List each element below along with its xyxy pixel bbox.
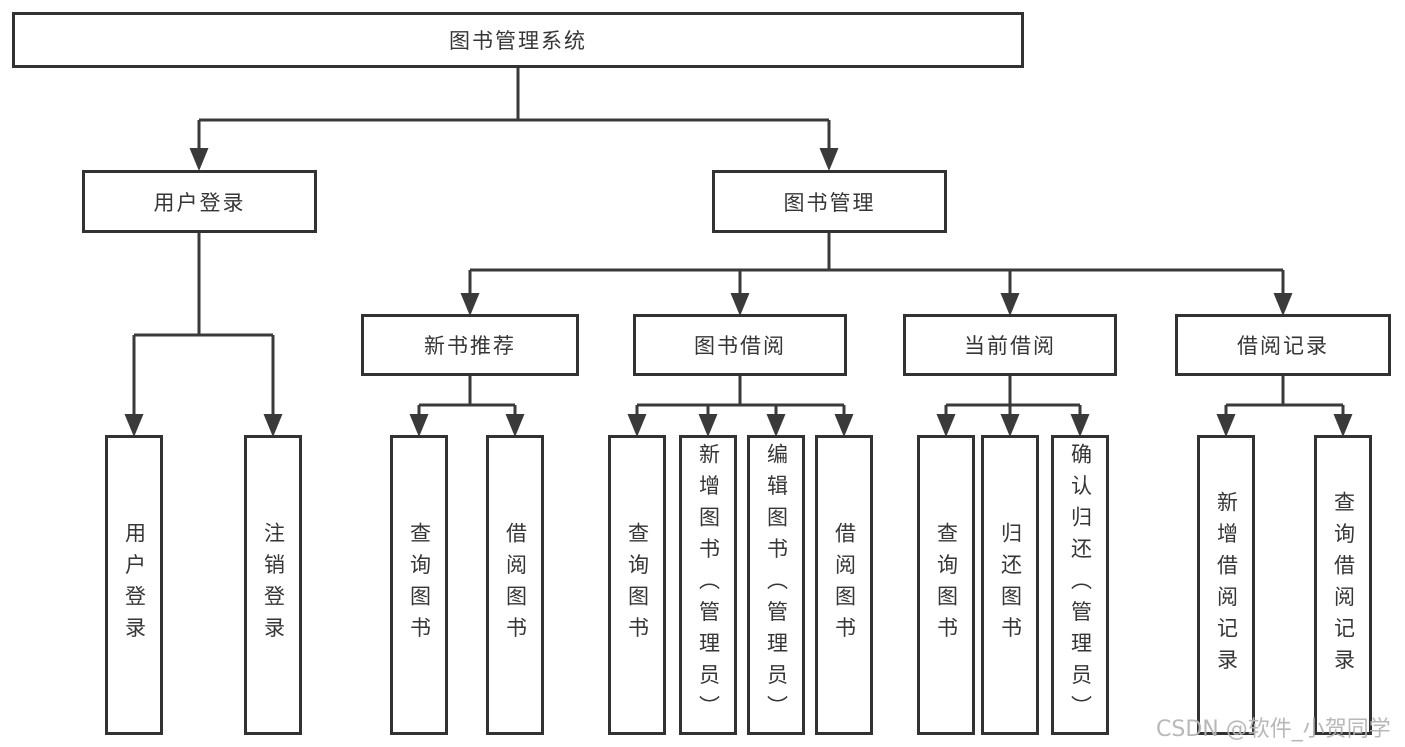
node-leaf-logout: 注销登录: [244, 435, 302, 735]
node-leaf-current-return: 归还图书: [981, 435, 1039, 735]
node-leaf-records-query-label: 查询借阅记录: [1331, 490, 1356, 680]
watermark: CSDN @软件_小贺同学: [1156, 717, 1391, 742]
node-leaf-borrow-query: 查询图书: [608, 435, 666, 735]
node-leaf-borrow-borrow: 借阅图书: [815, 435, 873, 735]
node-leaf-borrow-edit: 编辑图书（管理员）: [747, 435, 805, 735]
node-leaf-current-query: 查询图书: [917, 435, 975, 735]
node-leaf-current-confirm-label: 确认归还（管理员）: [1068, 443, 1093, 727]
node-current-borrow: 当前借阅: [903, 314, 1117, 376]
node-leaf-borrow-borrow-label: 借阅图书: [832, 522, 857, 648]
node-new-books-label: 新书推荐: [424, 334, 516, 358]
node-leaf-current-query-label: 查询图书: [934, 522, 959, 648]
node-leaf-newbooks-borrow: 借阅图书: [486, 435, 544, 735]
node-user-login: 用户登录: [82, 170, 317, 233]
node-borrow-records-label: 借阅记录: [1237, 334, 1329, 358]
node-leaf-newbooks-borrow-label: 借阅图书: [503, 522, 528, 648]
node-leaf-newbooks-query: 查询图书: [390, 435, 448, 735]
node-leaf-user-login-label: 用户登录: [122, 522, 147, 648]
node-leaf-records-add: 新增借阅记录: [1197, 435, 1255, 735]
node-current-borrow-label: 当前借阅: [964, 334, 1056, 358]
node-book-mgmt-label: 图书管理: [783, 190, 876, 215]
node-book-borrow: 图书借阅: [633, 314, 847, 376]
node-leaf-logout-label: 注销登录: [261, 522, 286, 648]
node-book-borrow-label: 图书借阅: [694, 334, 786, 358]
node-new-books: 新书推荐: [361, 314, 579, 376]
node-leaf-records-add-label: 新增借阅记录: [1214, 490, 1239, 680]
node-leaf-borrow-add: 新增图书（管理员）: [679, 435, 737, 735]
node-root-label: 图书管理系统: [449, 29, 587, 53]
node-leaf-borrow-query-label: 查询图书: [625, 522, 650, 648]
node-leaf-newbooks-query-label: 查询图书: [407, 522, 432, 648]
node-book-mgmt: 图书管理: [712, 170, 947, 233]
node-root: 图书管理系统: [12, 12, 1024, 68]
node-leaf-records-query: 查询借阅记录: [1314, 435, 1372, 735]
node-leaf-user-login: 用户登录: [105, 435, 163, 735]
node-user-login-label: 用户登录: [153, 190, 246, 215]
node-leaf-current-return-label: 归还图书: [998, 522, 1023, 648]
node-leaf-current-confirm: 确认归还（管理员）: [1051, 435, 1109, 735]
node-leaf-borrow-add-label: 新增图书（管理员）: [696, 443, 721, 727]
node-borrow-records: 借阅记录: [1175, 314, 1391, 376]
node-leaf-borrow-edit-label: 编辑图书（管理员）: [764, 443, 789, 727]
